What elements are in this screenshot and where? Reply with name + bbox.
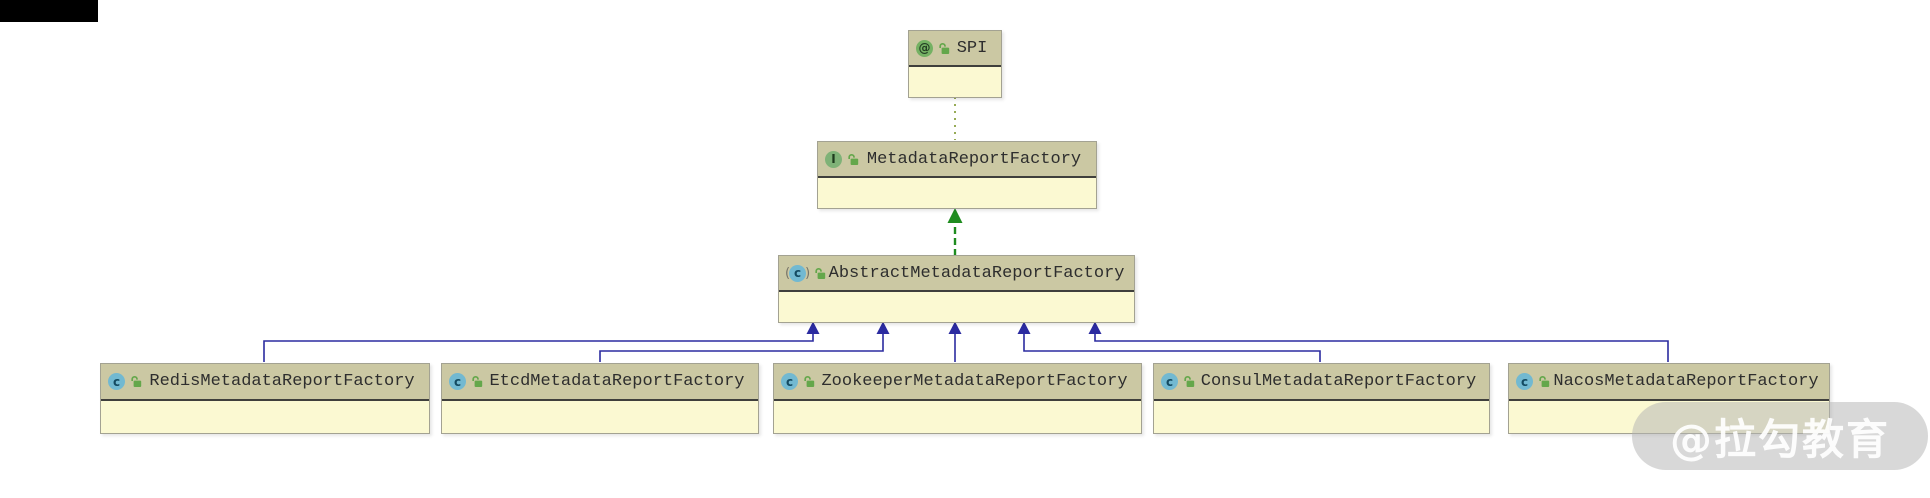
interface-icon: I bbox=[825, 150, 842, 168]
edge-extends-zookeeper bbox=[948, 321, 962, 362]
uml-node-etcd-metadata-report-factory[interactable]: c EtcdMetadataReportFactory bbox=[441, 363, 759, 434]
unlock-icon bbox=[471, 375, 484, 388]
unlock-icon bbox=[1538, 375, 1551, 388]
node-header: I MetadataReportFactory bbox=[818, 142, 1096, 178]
unlock-icon bbox=[130, 375, 143, 388]
class-icon: c bbox=[108, 373, 125, 390]
node-header: ( c ) AbstractMetadataReportFactory bbox=[779, 256, 1134, 292]
node-body bbox=[1154, 401, 1489, 433]
node-header: c ZookeeperMetadataReportFactory bbox=[774, 364, 1141, 401]
edge-extends-redis bbox=[263, 321, 820, 362]
node-body bbox=[779, 292, 1134, 322]
uml-node-consul-metadata-report-factory[interactable]: c ConsulMetadataReportFactory bbox=[1153, 363, 1490, 434]
class-icon: c bbox=[1161, 373, 1178, 390]
class-icon: c bbox=[449, 373, 466, 390]
edge-extends-nacos bbox=[1088, 321, 1669, 362]
node-label: NacosMetadataReportFactory bbox=[1553, 372, 1819, 391]
node-body bbox=[774, 401, 1141, 433]
node-label: SPI bbox=[956, 38, 988, 58]
unlock-icon bbox=[814, 267, 827, 280]
unlock-icon bbox=[938, 42, 951, 55]
abstract-paren-close: ) bbox=[805, 265, 811, 281]
node-label: MetadataReportFactory bbox=[866, 149, 1082, 169]
node-body bbox=[909, 67, 1001, 97]
uml-node-redis-metadata-report-factory[interactable]: c RedisMetadataReportFactory bbox=[100, 363, 430, 434]
node-label: ConsulMetadataReportFactory bbox=[1200, 372, 1477, 391]
edge-extends-etcd bbox=[599, 321, 890, 362]
uml-node-spi[interactable]: @ SPI bbox=[908, 30, 1002, 98]
node-body bbox=[101, 401, 429, 433]
uml-node-abstract-metadata-report-factory[interactable]: ( c ) AbstractMetadataReportFactory bbox=[778, 255, 1135, 323]
node-header: c NacosMetadataReportFactory bbox=[1509, 364, 1829, 401]
uml-node-zookeeper-metadata-report-factory[interactable]: c ZookeeperMetadataReportFactory bbox=[773, 363, 1142, 434]
annotation-icon: @ bbox=[916, 39, 933, 57]
abstract-class-icon: c bbox=[789, 264, 807, 282]
node-header: c EtcdMetadataReportFactory bbox=[442, 364, 758, 401]
class-icon: c bbox=[781, 373, 798, 390]
node-label: EtcdMetadataReportFactory bbox=[489, 372, 745, 391]
node-label: AbstractMetadataReportFactory bbox=[828, 263, 1125, 283]
watermark-badge: @拉勾教育 bbox=[1632, 402, 1928, 470]
unlock-icon bbox=[1183, 375, 1196, 388]
edge-implements-metadata-report-factory bbox=[947, 208, 963, 256]
node-label: RedisMetadataReportFactory bbox=[149, 372, 415, 391]
abstract-paren-open: ( bbox=[785, 265, 791, 281]
unlock-icon bbox=[847, 153, 860, 166]
screen-corner-black-bar bbox=[0, 0, 98, 22]
node-header: c RedisMetadataReportFactory bbox=[101, 364, 429, 401]
class-icon: c bbox=[1516, 373, 1533, 390]
node-header: c ConsulMetadataReportFactory bbox=[1154, 364, 1489, 401]
node-body bbox=[818, 178, 1096, 208]
node-label: ZookeeperMetadataReportFactory bbox=[821, 372, 1128, 391]
uml-node-metadata-report-factory[interactable]: I MetadataReportFactory bbox=[817, 141, 1097, 209]
edge-extends-consul bbox=[1017, 321, 1321, 362]
unlock-icon bbox=[803, 375, 816, 388]
node-body bbox=[442, 401, 758, 433]
node-header: @ SPI bbox=[909, 31, 1001, 67]
watermark-text: @拉勾教育 bbox=[1669, 414, 1890, 464]
